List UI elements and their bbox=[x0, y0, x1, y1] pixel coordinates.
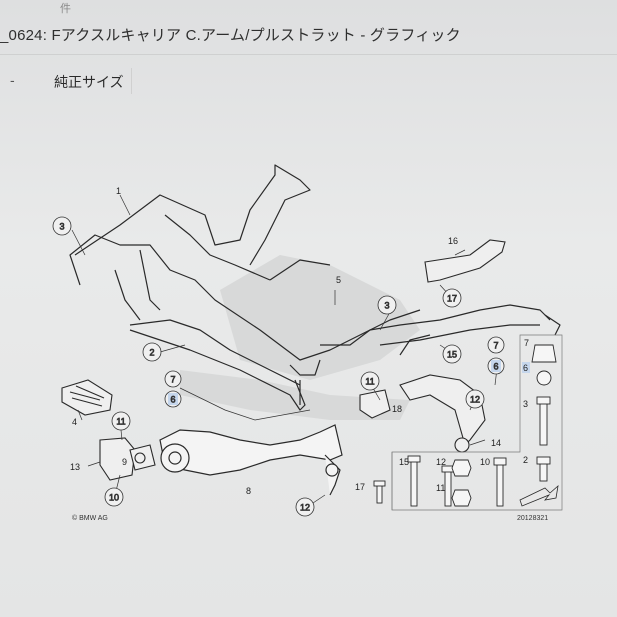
kit-label-3: 3 bbox=[523, 399, 528, 409]
callout-12a[interactable]: 12 bbox=[295, 497, 315, 517]
pull-strut bbox=[359, 374, 486, 453]
callout-11a[interactable]: 11 bbox=[111, 411, 131, 431]
part-label-9: 9 bbox=[122, 457, 127, 467]
part-label-13: 13 bbox=[70, 462, 80, 472]
front-axle-carrier bbox=[69, 164, 561, 411]
kit-label-7: 7 bbox=[524, 338, 529, 348]
callout-15[interactable]: 15 bbox=[442, 344, 462, 364]
kit-label-10: 10 bbox=[480, 457, 490, 467]
part-label-1: 1 bbox=[116, 186, 121, 196]
kit-label-2: 2 bbox=[523, 455, 528, 465]
callout-12b-label: 12 bbox=[470, 395, 480, 405]
part-label-18: 18 bbox=[392, 404, 402, 414]
callout-12a-label: 12 bbox=[300, 503, 310, 513]
kit-label-17: 17 bbox=[355, 482, 365, 492]
support-bracket bbox=[424, 239, 506, 283]
callout-3b[interactable]: 3 bbox=[377, 295, 397, 315]
kit-label-11: 11 bbox=[436, 483, 445, 493]
callout-7a-label: 7 bbox=[170, 375, 175, 385]
kit-label-15: 15 bbox=[399, 457, 409, 467]
subtitle-bar: - 純正サイズ bbox=[0, 64, 617, 100]
bolt-10-icon bbox=[496, 463, 504, 507]
callout-10[interactable]: 10 bbox=[104, 487, 124, 507]
bracket bbox=[99, 437, 156, 481]
part-labels: 1 4 5 8 9 13 14 16 18 bbox=[70, 186, 501, 496]
callout-11b-label: 11 bbox=[365, 377, 374, 387]
dash-marker: - bbox=[10, 72, 15, 88]
cover-plate bbox=[61, 379, 113, 416]
callout-3a[interactable]: 3 bbox=[52, 216, 72, 236]
callout-2[interactable]: 2 bbox=[142, 342, 162, 362]
bolt-2-icon bbox=[539, 462, 548, 482]
bolt-3-icon bbox=[539, 402, 548, 446]
top-fragment: 件 bbox=[60, 3, 71, 15]
fastener-kit: 15 12 10 17 11 7 6 3 2 bbox=[355, 334, 563, 511]
callout-17-label: 17 bbox=[447, 294, 457, 304]
callout-11b[interactable]: 11 bbox=[360, 371, 380, 391]
callout-11a-label: 11 bbox=[116, 417, 125, 427]
callout-6b-label: 6 bbox=[493, 362, 498, 372]
bolt-11-icon bbox=[444, 469, 452, 507]
callout-12b[interactable]: 12 bbox=[465, 389, 485, 409]
page-title: _0624: Fアクスルキャリア C.アーム/プルストラット - グラフィック bbox=[0, 27, 461, 44]
reference-number: 20128321 bbox=[517, 515, 548, 522]
kit-label-6: 6 bbox=[523, 363, 528, 373]
bolt-17-icon bbox=[376, 484, 383, 504]
callout-6a-label: 6 bbox=[170, 395, 175, 405]
callout-6b[interactable]: 6 bbox=[487, 357, 505, 375]
callout-17[interactable]: 17 bbox=[442, 288, 462, 308]
callout-6a[interactable]: 6 bbox=[164, 390, 182, 408]
callout-15-label: 15 bbox=[447, 350, 457, 360]
callouts: 3 2 7 6 11 10 12 3 17 15 7 6 11 12 bbox=[52, 216, 505, 517]
part-label-14: 14 bbox=[491, 438, 501, 448]
copyright: © BMW AG bbox=[72, 514, 108, 522]
nut-12-icon bbox=[451, 459, 472, 477]
part-label-5: 5 bbox=[336, 275, 341, 285]
variant-tab[interactable]: 純正サイズ bbox=[44, 68, 132, 94]
control-arm bbox=[159, 424, 343, 496]
bolt-15-icon bbox=[410, 459, 418, 507]
callout-3a-label: 3 bbox=[59, 222, 64, 232]
callout-3b-label: 3 bbox=[384, 301, 389, 311]
callout-10-label: 10 bbox=[109, 493, 119, 503]
bracket-7-icon bbox=[531, 344, 557, 363]
kit-label-12: 12 bbox=[436, 457, 446, 467]
nut-6-icon bbox=[536, 370, 552, 386]
title-bar: _0624: Fアクスルキャリア C.アーム/プルストラット - グラフィック bbox=[0, 14, 617, 55]
callout-7a[interactable]: 7 bbox=[164, 370, 182, 388]
callout-7b[interactable]: 7 bbox=[487, 336, 505, 354]
parts-diagram: 3 2 7 6 11 10 12 3 17 15 7 6 11 12 1 4 5… bbox=[52, 164, 563, 522]
subframe-shading bbox=[180, 255, 420, 420]
callout-2-label: 2 bbox=[149, 348, 154, 358]
part-label-4: 4 bbox=[72, 417, 77, 427]
direction-arrow-icon bbox=[519, 484, 559, 507]
callout-7b-label: 7 bbox=[493, 341, 498, 351]
part-label-16: 16 bbox=[448, 236, 458, 246]
nut-11-icon bbox=[451, 489, 472, 507]
part-label-8: 8 bbox=[246, 486, 251, 496]
